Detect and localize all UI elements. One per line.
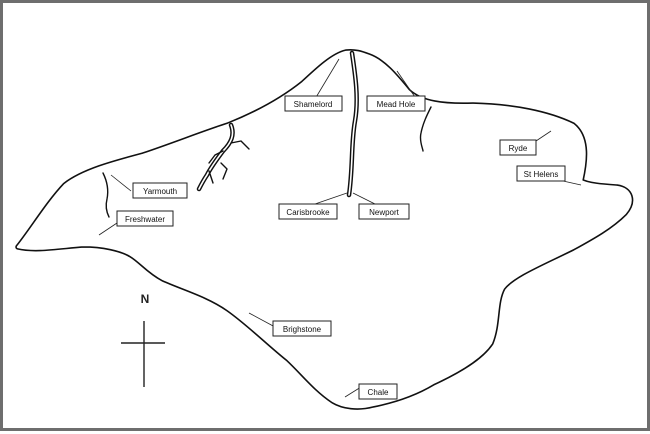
place-st-helens: St Helens — [516, 165, 582, 186]
label-freshwater: Freshwater — [125, 215, 165, 224]
place-labels: Shamelord Mead Hole Ryde St Helens Yarmo… — [98, 58, 582, 400]
label-chale: Chale — [368, 388, 389, 397]
western-estuary — [196, 122, 250, 192]
place-shamelord: Shamelord — [284, 58, 343, 112]
label-yarmouth: Yarmouth — [143, 187, 177, 196]
label-st-helens: St Helens — [524, 170, 559, 179]
streams — [102, 106, 432, 218]
place-carisbrooke: Carisbrooke — [278, 192, 348, 220]
place-newport: Newport — [352, 192, 410, 220]
place-freshwater: Freshwater — [98, 210, 174, 236]
label-ryde: Ryde — [509, 144, 528, 153]
river-medina — [346, 50, 359, 198]
place-brighstone: Brighstone — [248, 312, 332, 337]
north-label: N — [141, 292, 150, 306]
place-mead-hole: Mead Hole — [366, 70, 426, 112]
label-brighstone: Brighstone — [283, 325, 322, 334]
compass: N — [121, 292, 165, 387]
place-ryde: Ryde — [499, 130, 552, 156]
place-chale: Chale — [344, 383, 398, 400]
label-carisbrooke: Carisbrooke — [286, 208, 330, 217]
island-map: N Shamelord Mead Hole Ryde St Helens — [15, 49, 634, 410]
label-mead-hole: Mead Hole — [377, 100, 416, 109]
label-newport: Newport — [369, 208, 400, 217]
label-shamelord: Shamelord — [294, 100, 333, 109]
place-yarmouth: Yarmouth — [110, 174, 188, 199]
